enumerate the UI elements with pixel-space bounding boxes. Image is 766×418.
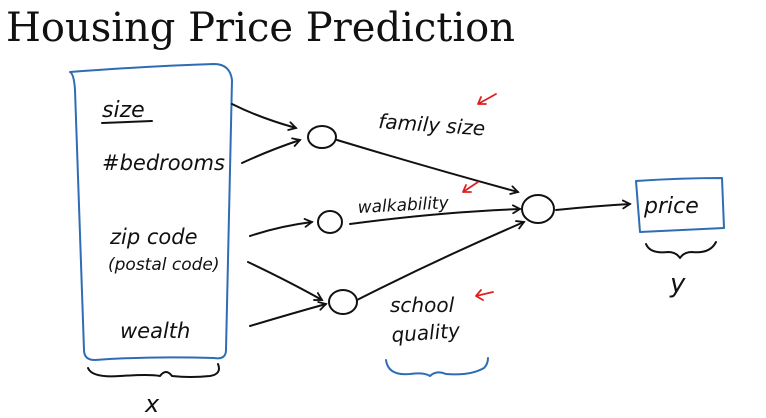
red-arrow-walkability xyxy=(462,181,479,193)
price-box xyxy=(635,177,725,233)
arrow-output-to-price xyxy=(555,199,632,211)
hidden-label-school: school xyxy=(390,293,455,317)
input-bedrooms-label: #bedrooms xyxy=(102,151,225,175)
y-label: y xyxy=(669,269,686,299)
input-wealth-label: wealth xyxy=(120,319,190,343)
hidden-label-walkability: walkability xyxy=(357,193,450,218)
red-arrow-family-size xyxy=(477,93,497,105)
hidden-label-family-size: family size xyxy=(378,109,486,140)
arrow-zip-to-school xyxy=(247,261,324,301)
input-zip-code-label: zip code xyxy=(109,225,198,249)
arrow-wealth-to-school xyxy=(249,301,328,327)
output-price-label: price xyxy=(643,194,699,219)
x-label: x xyxy=(144,390,160,418)
arrow-bedrooms-to-family xyxy=(241,137,302,164)
hidden-node-walkability xyxy=(317,210,343,234)
arrow-size-to-family xyxy=(231,103,298,131)
hidden-node-family-size xyxy=(307,125,337,149)
arrow-walkability-to-output xyxy=(349,204,522,225)
input-size-label: size xyxy=(102,98,145,123)
quality-brace xyxy=(385,357,489,377)
hidden-label-quality: quality xyxy=(391,318,462,347)
red-arrow-school xyxy=(475,289,494,301)
output-node xyxy=(521,194,555,224)
size-underline xyxy=(101,120,153,124)
arrow-school-to-output xyxy=(356,220,526,301)
arrow-zip-to-walkability xyxy=(249,217,314,237)
input-postal-code-label: (postal code) xyxy=(108,255,220,275)
page-title: Housing Price Prediction xyxy=(6,5,515,51)
arrow-family-to-output xyxy=(336,139,520,195)
x-brace xyxy=(87,363,220,378)
input-box xyxy=(69,63,233,361)
hidden-node-school-quality xyxy=(328,289,358,315)
y-brace xyxy=(645,241,717,259)
